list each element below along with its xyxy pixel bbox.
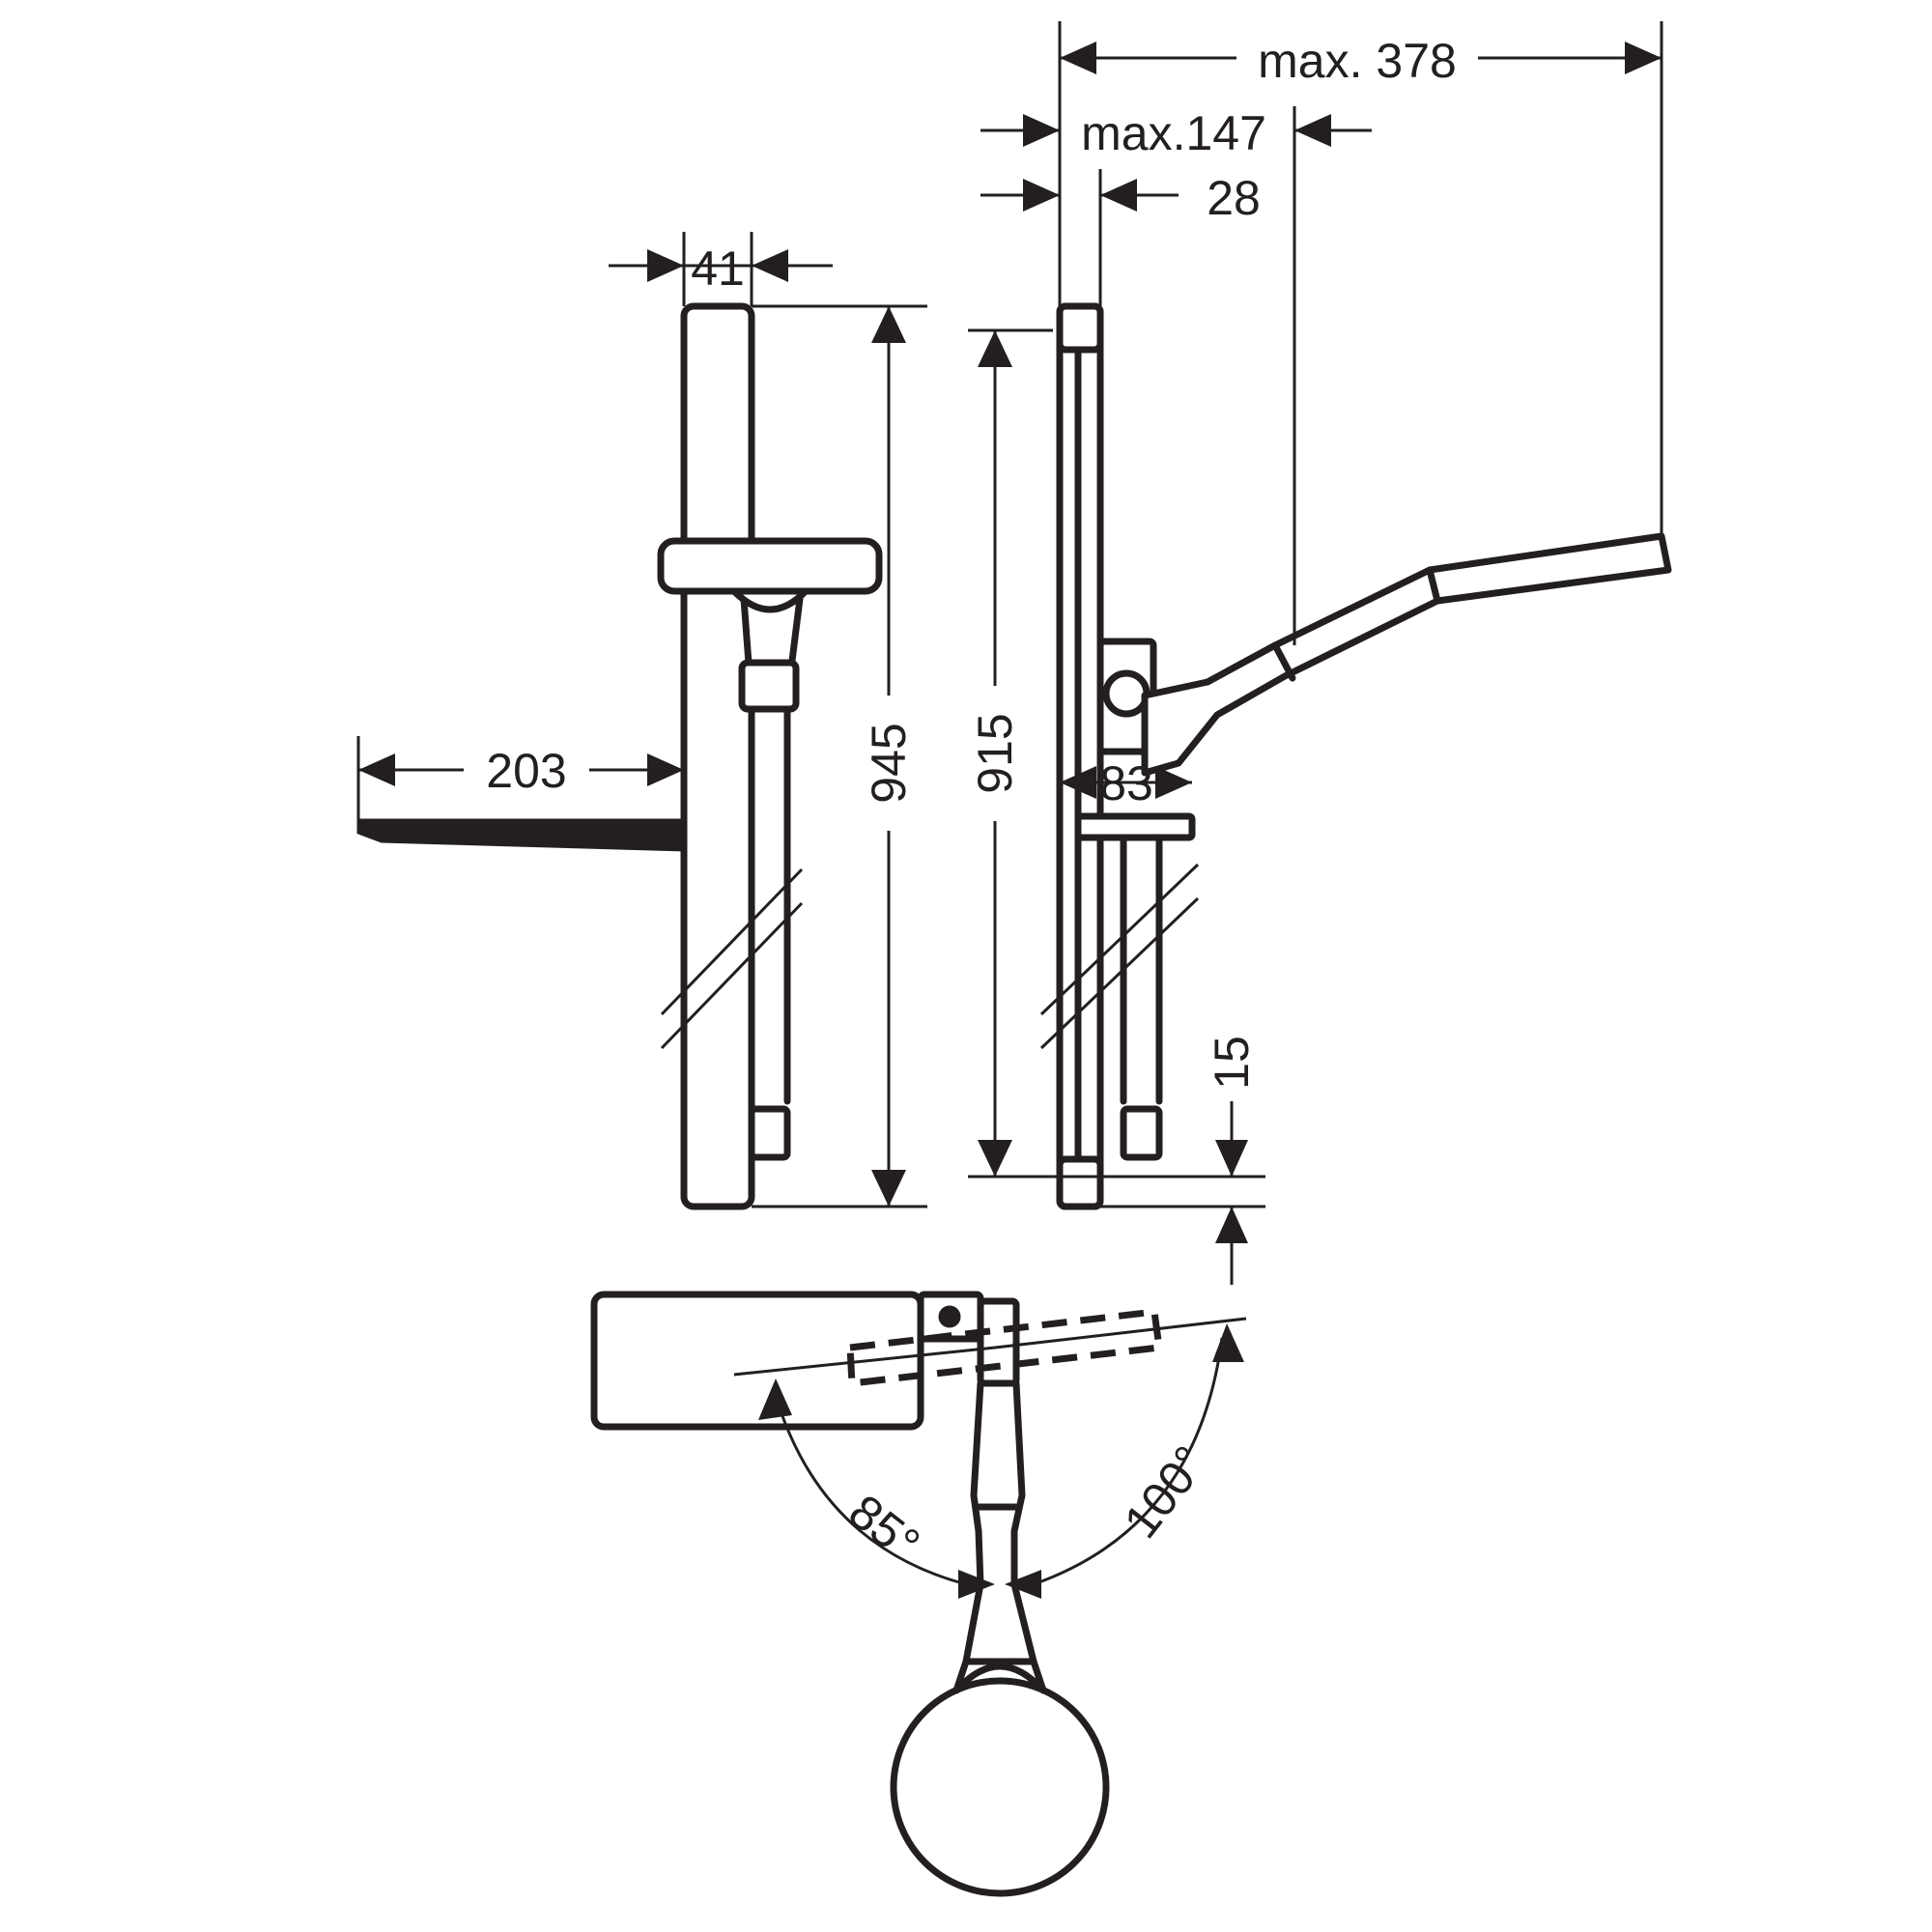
dim-203-arrow-right bbox=[647, 753, 684, 786]
dim-83-arrow-left bbox=[1060, 766, 1096, 799]
dim-147-arrow-right bbox=[1294, 114, 1331, 147]
dim-147-arrow-left bbox=[1023, 114, 1060, 147]
dim-28-arrow-left bbox=[1023, 179, 1060, 212]
dim-83-arrow-right bbox=[1155, 766, 1192, 799]
dim-378-mask bbox=[1236, 29, 1478, 87]
angle-arc-left bbox=[774, 1395, 967, 1586]
label-max-378: max. 378 bbox=[1258, 34, 1457, 88]
front-hose-nut bbox=[748, 1105, 791, 1161]
dim-378-arrow-right bbox=[1625, 42, 1662, 74]
dim-203-arrow-left bbox=[358, 753, 395, 786]
angle-ref-right bbox=[994, 1317, 1247, 1350]
top-arm bbox=[962, 1379, 1037, 1665]
dim-945-mask bbox=[865, 696, 913, 831]
side-hand-shower bbox=[1141, 532, 1672, 777]
dim-378-arrow-left bbox=[1060, 42, 1096, 74]
front-holder-clip bbox=[738, 659, 800, 713]
top-shelf bbox=[590, 1291, 924, 1431]
top-view bbox=[590, 1291, 1247, 1897]
front-break-line-1 bbox=[660, 867, 804, 1016]
front-shower-head bbox=[657, 537, 883, 595]
dim-915-arrow-bottom bbox=[978, 1140, 1012, 1177]
label-angle-85: 85° bbox=[838, 1484, 929, 1572]
side-hand-shower-seam bbox=[1271, 641, 1296, 682]
label-41: 41 bbox=[691, 242, 745, 296]
side-break-line-2 bbox=[1039, 896, 1200, 1050]
dim-915-arrow-top bbox=[978, 330, 1012, 367]
dim-41-arrow-left bbox=[647, 249, 684, 282]
dim-915-mask bbox=[971, 686, 1019, 821]
dim-203-mask bbox=[464, 744, 589, 797]
front-shelf bbox=[356, 818, 686, 852]
label-915: 915 bbox=[968, 713, 1022, 793]
side-shelf bbox=[1074, 812, 1196, 841]
side-rail-cap-top bbox=[1056, 302, 1104, 354]
top-bracket-hole bbox=[938, 1305, 961, 1328]
angle-arrow-left-b bbox=[958, 1570, 995, 1599]
label-28: 28 bbox=[1207, 171, 1261, 225]
angle-arc-right bbox=[1033, 1337, 1224, 1586]
dim-41-arrow-right bbox=[752, 249, 788, 282]
angle-arrow-right-a bbox=[1212, 1323, 1244, 1362]
top-swivel-dashed bbox=[846, 1308, 1163, 1387]
dim-28-arrow-right bbox=[1100, 179, 1137, 212]
front-shower-neck bbox=[730, 587, 810, 613]
side-hand-shower-seam-2 bbox=[1426, 566, 1441, 605]
front-rail bbox=[680, 302, 755, 1210]
angle-arrow-left-a bbox=[758, 1378, 792, 1420]
top-head-neck bbox=[952, 1658, 1047, 1694]
dim-15-arrow-top bbox=[1215, 1140, 1248, 1177]
dim-15-arrow-bottom bbox=[1215, 1207, 1248, 1243]
dimension-lines bbox=[356, 21, 1663, 1285]
side-rail-cap-bottom bbox=[1056, 1155, 1104, 1210]
label-15: 15 bbox=[1205, 1036, 1259, 1090]
label-83: 83 bbox=[1099, 756, 1153, 810]
front-view bbox=[356, 302, 883, 1210]
dim-945-arrow-bottom bbox=[871, 1170, 906, 1207]
top-shower-head bbox=[890, 1677, 1110, 1897]
label-945: 945 bbox=[862, 723, 916, 803]
label-max-147: max.147 bbox=[1081, 106, 1266, 160]
side-view bbox=[1039, 302, 1672, 1210]
label-203: 203 bbox=[486, 744, 566, 798]
angle-ref-left bbox=[733, 1346, 996, 1377]
side-hose-nut bbox=[1120, 1105, 1163, 1161]
front-break-line-2 bbox=[660, 901, 804, 1050]
side-slider-knob bbox=[1102, 669, 1151, 718]
dim-945-arrow-top bbox=[871, 306, 906, 343]
angle-arrow-right-b bbox=[1005, 1570, 1041, 1599]
side-break-line-1 bbox=[1039, 863, 1200, 1016]
